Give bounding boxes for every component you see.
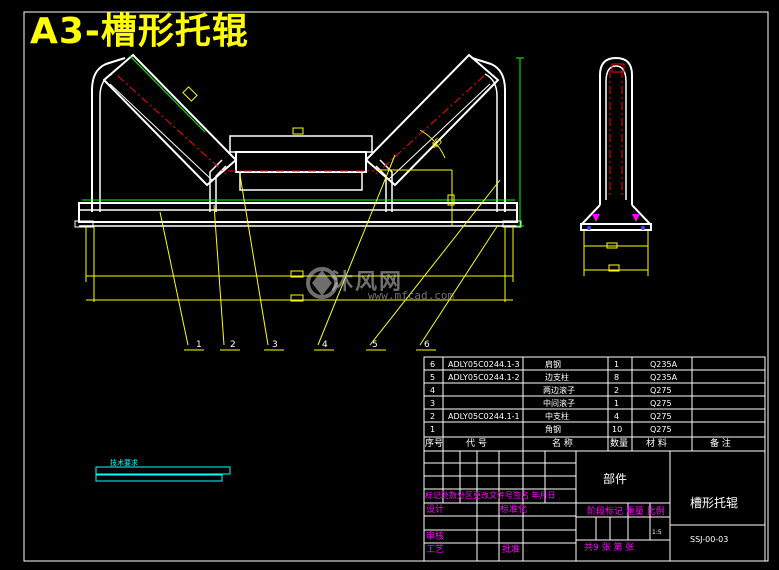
bom-row-qty: 1 xyxy=(614,360,620,369)
bom-row-no: 1 xyxy=(430,425,436,434)
bom-header-no: 序号 xyxy=(425,439,444,449)
balloon-6: 6 xyxy=(424,340,430,350)
bom-row-material: Q275 xyxy=(650,425,672,434)
bom-row-name: 中支柱 xyxy=(545,412,569,421)
side-base xyxy=(580,223,652,231)
sheet-count: 共9 张 第 张 xyxy=(584,543,635,553)
standardization-label: 标准化 xyxy=(500,505,528,515)
bom-row-no: 3 xyxy=(430,399,436,408)
bom-row-qty: 4 xyxy=(614,412,620,421)
balloon-3: 3 xyxy=(272,340,278,350)
right-side-bracket xyxy=(471,57,506,212)
stage-header: 阶段标记 重量 比例 xyxy=(587,507,665,517)
part-label: 部件 xyxy=(603,472,628,486)
balloon-1: 1 xyxy=(196,340,202,350)
bom-row-no: 4 xyxy=(430,386,436,395)
revision-header: 标记处数分区更改文件号签名 年月日 xyxy=(425,491,556,500)
drawing-number: SSJ-00-03 xyxy=(690,535,729,544)
bom-header-qty: 数量 xyxy=(610,439,629,449)
tech-note-label: 技术要求 xyxy=(110,459,138,467)
bom-row-no: 6 xyxy=(430,360,436,369)
bom-header-material: 材 料 xyxy=(646,439,667,449)
center-lines xyxy=(117,70,623,195)
dimension-lines xyxy=(82,55,524,227)
left-middle-support xyxy=(209,159,223,212)
drawing-frame xyxy=(23,11,769,562)
balloon-5: 5 xyxy=(372,340,378,350)
bom-row-qty: 8 xyxy=(614,373,620,382)
bom-row-code: ADLY05C0244.1-1 xyxy=(448,412,520,421)
drawing-name: 槽形托辊 xyxy=(690,496,739,510)
watermark-logo xyxy=(306,267,338,299)
bom-row-material: Q235A xyxy=(650,360,678,369)
bom-header-remark: 备 注 xyxy=(710,439,731,449)
bom-row-material: Q275 xyxy=(650,399,672,408)
bom-row-material: Q275 xyxy=(650,412,672,421)
tech-note-box xyxy=(95,466,231,482)
balloon-4: 4 xyxy=(322,340,328,350)
bom-header-code: 代 号 xyxy=(466,439,487,449)
middle-roller xyxy=(235,151,367,173)
bom-row-material: Q235A xyxy=(650,373,678,382)
bom-row-code: ADLY05C0244.1-3 xyxy=(448,360,520,369)
design-label: 设计 xyxy=(426,505,445,515)
right-middle-support xyxy=(379,159,393,212)
leader-lines xyxy=(85,86,620,351)
left-side-bracket xyxy=(91,57,126,212)
side-dim-marks xyxy=(592,214,640,222)
scale-value: 1:5 xyxy=(652,529,662,536)
review-label: 审核 xyxy=(426,532,445,542)
watermark-url: www.mfcad.com xyxy=(368,289,455,302)
bom-row-no: 2 xyxy=(430,412,436,421)
watermark-text: 沐风网 xyxy=(331,270,404,295)
approve-label: 批准 xyxy=(502,545,521,555)
bom-row-qty: 1 xyxy=(614,399,620,408)
right-inclined-roller xyxy=(364,53,500,187)
side-view xyxy=(580,56,652,231)
title-block-grid xyxy=(423,450,766,562)
bom-row-qty: 2 xyxy=(614,386,620,395)
bom-row-name: 中间滚子 xyxy=(543,399,575,408)
drawing-title: A3-槽形托辊 xyxy=(30,11,249,52)
bom-grid xyxy=(423,356,766,452)
bom-row-name: 边支柱 xyxy=(545,373,569,382)
bom-row-code: ADLY05C0244.1-2 xyxy=(448,373,520,382)
bom-row-material: Q275 xyxy=(650,386,672,395)
bom-row-name: 肩钢 xyxy=(545,360,561,369)
side-bracket xyxy=(599,56,633,205)
bom-header-name: 名 称 xyxy=(552,439,573,449)
process-label: 工艺 xyxy=(426,545,445,555)
bom-row-name: 角钢 xyxy=(545,425,561,434)
bom-row-name: 两边滚子 xyxy=(543,386,575,395)
bom-row-qty: 10 xyxy=(612,425,623,434)
balloon-2: 2 xyxy=(230,340,236,350)
bom-row-no: 5 xyxy=(430,373,436,382)
base-angle-steel xyxy=(78,202,518,223)
